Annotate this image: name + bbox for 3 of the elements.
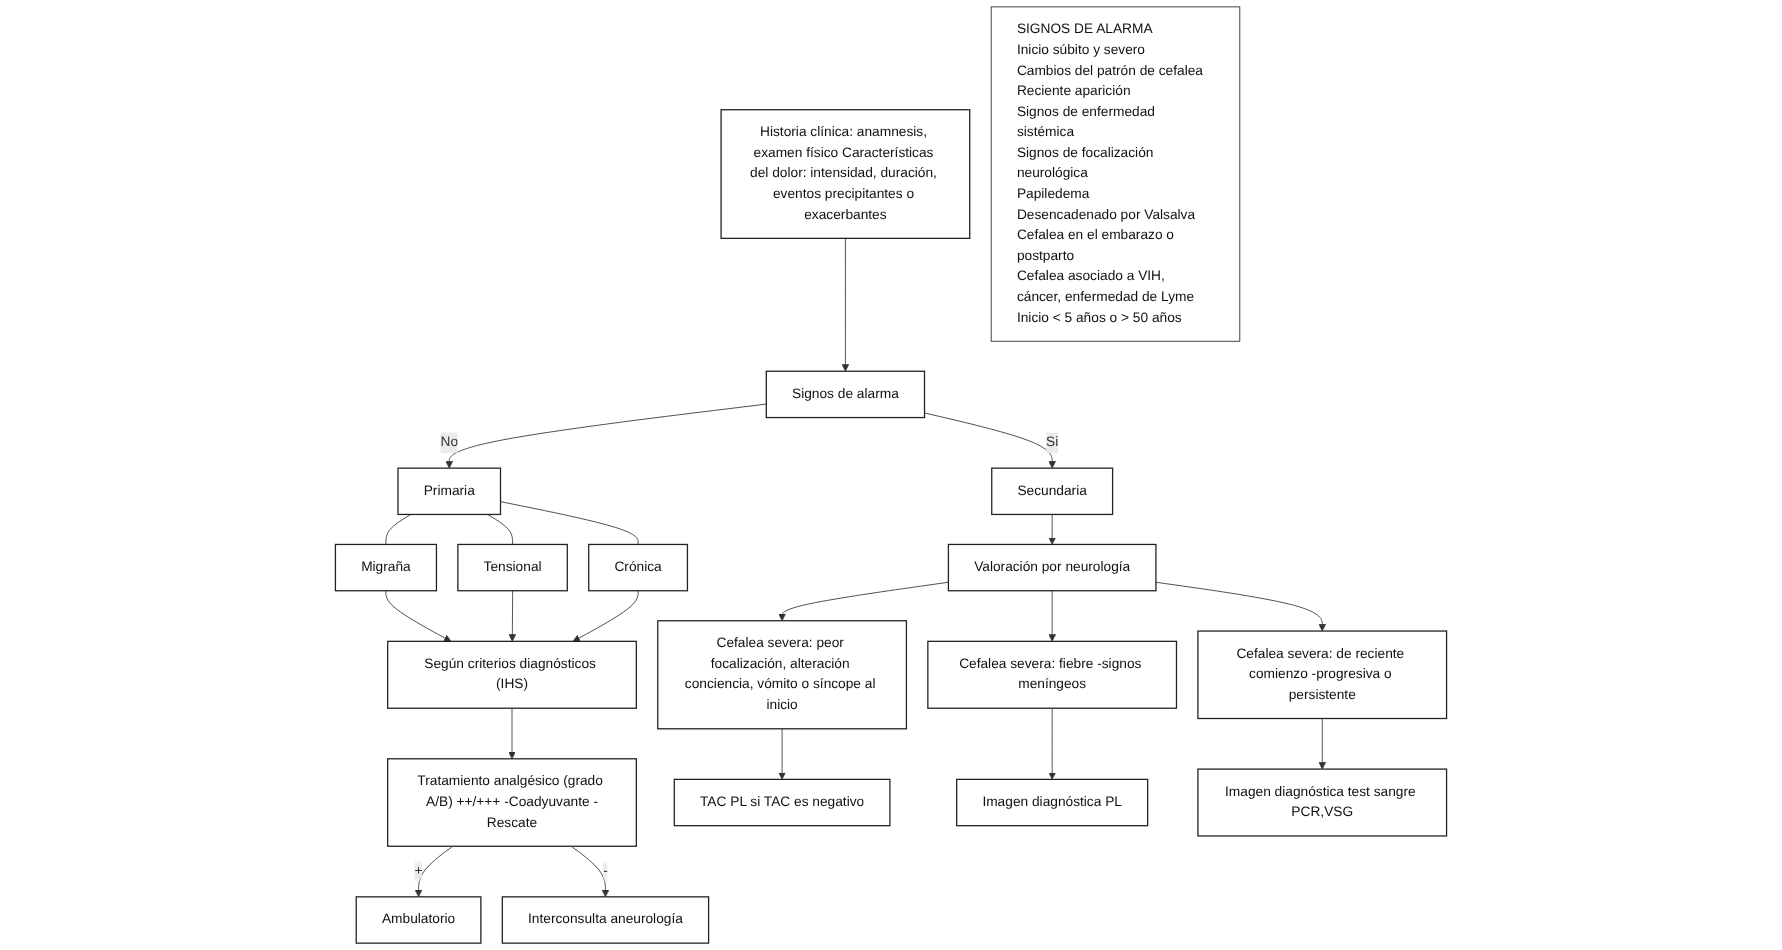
connector [500,501,639,545]
connector [385,514,412,545]
connector [487,514,513,545]
